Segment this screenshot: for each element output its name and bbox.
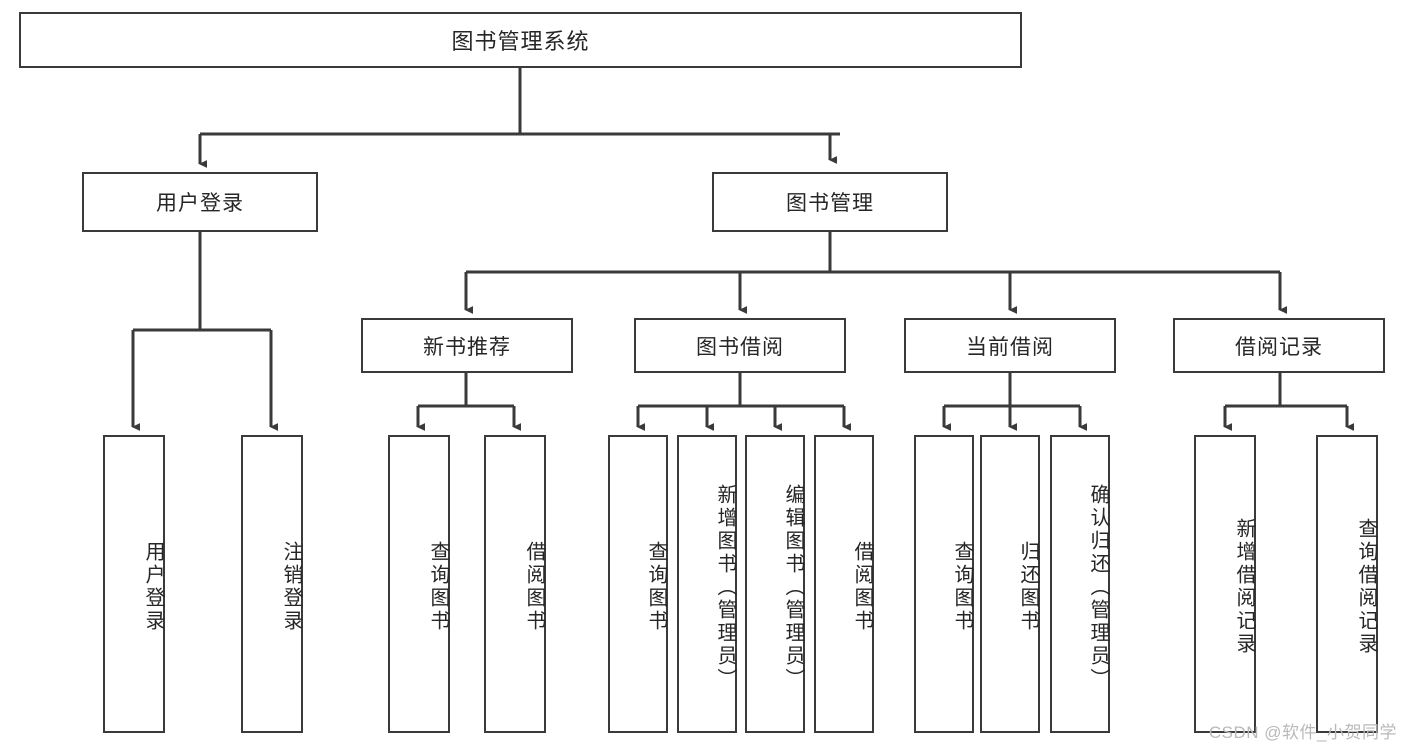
leaf-borrow-edit-book-admin[interactable]: 编辑图书（管理员） bbox=[745, 435, 805, 733]
node-book-borrow[interactable]: 图书借阅 bbox=[634, 318, 846, 373]
node-label: 确认归还（管理员） bbox=[1087, 483, 1109, 691]
node-label: 用户登录 bbox=[142, 541, 164, 633]
leaf-record-query-record[interactable]: 查询借阅记录 bbox=[1316, 435, 1378, 733]
leaf-borrow-query-book[interactable]: 查询图书 bbox=[608, 435, 668, 733]
node-label: 查询图书 bbox=[427, 541, 449, 633]
node-label: 查询图书 bbox=[951, 541, 973, 633]
node-label: 编辑图书（管理员） bbox=[782, 483, 804, 691]
leaf-current-confirm-return-admin[interactable]: 确认归还（管理员） bbox=[1050, 435, 1110, 733]
node-label: 新增借阅记录 bbox=[1233, 518, 1255, 656]
leaf-borrow-borrow-book[interactable]: 借阅图书 bbox=[814, 435, 874, 733]
node-label: 查询图书 bbox=[645, 541, 667, 633]
node-label: 归还图书 bbox=[1017, 541, 1039, 633]
node-label: 查询借阅记录 bbox=[1355, 518, 1377, 656]
leaf-new-book-borrow-book[interactable]: 借阅图书 bbox=[484, 435, 546, 733]
node-new-book-recommend[interactable]: 新书推荐 bbox=[361, 318, 573, 373]
node-user-login[interactable]: 用户登录 bbox=[82, 172, 318, 232]
node-label: 当前借阅 bbox=[966, 335, 1054, 359]
node-label: 用户登录 bbox=[156, 192, 244, 215]
node-label: 新增图书（管理员） bbox=[714, 483, 736, 691]
leaf-record-add-record[interactable]: 新增借阅记录 bbox=[1194, 435, 1256, 733]
node-label: 新书推荐 bbox=[423, 335, 511, 359]
leaf-current-query-book[interactable]: 查询图书 bbox=[914, 435, 974, 733]
leaf-new-book-query-book[interactable]: 查询图书 bbox=[388, 435, 450, 733]
leaf-logout[interactable]: 注销登录 bbox=[241, 435, 303, 733]
leaf-user-login[interactable]: 用户登录 bbox=[103, 435, 165, 733]
leaf-borrow-add-book-admin[interactable]: 新增图书（管理员） bbox=[677, 435, 737, 733]
node-current-borrow[interactable]: 当前借阅 bbox=[904, 318, 1116, 373]
node-label: 借阅图书 bbox=[523, 541, 545, 633]
node-label: 图书借阅 bbox=[696, 335, 784, 359]
node-borrow-record[interactable]: 借阅记录 bbox=[1173, 318, 1385, 373]
node-label: 图书管理 bbox=[786, 192, 874, 215]
node-label: 借阅图书 bbox=[851, 541, 873, 633]
node-root-system[interactable]: 图书管理系统 bbox=[19, 12, 1022, 68]
leaf-current-return-book[interactable]: 归还图书 bbox=[980, 435, 1040, 733]
node-label: 图书管理系统 bbox=[451, 29, 590, 54]
node-label: 借阅记录 bbox=[1235, 335, 1323, 359]
node-label: 注销登录 bbox=[280, 541, 302, 633]
node-book-management[interactable]: 图书管理 bbox=[712, 172, 948, 232]
